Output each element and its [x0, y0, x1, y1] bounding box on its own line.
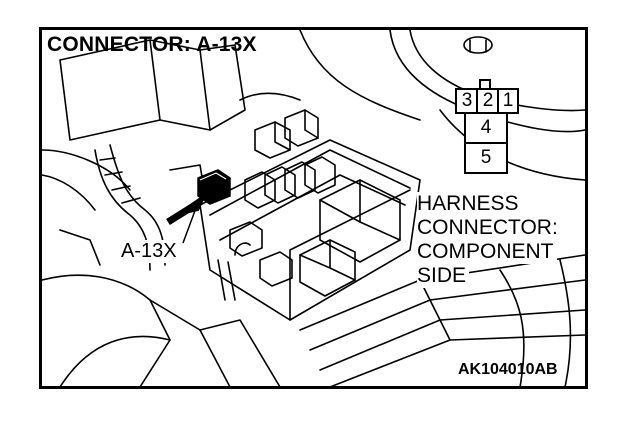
pin-1: 1 — [502, 90, 514, 111]
pin-3: 3 — [461, 90, 473, 111]
pin-5: 5 — [480, 147, 492, 168]
harness-label-line-4: SIDE — [417, 264, 470, 288]
harness-label-line-3: COMPONENT — [417, 240, 557, 264]
harness-label-line-2: CONNECTOR: — [417, 216, 561, 240]
figure-id: AK104010AB — [458, 361, 558, 378]
pin-2: 2 — [482, 90, 494, 111]
connector-callout-label: A-13X — [119, 240, 179, 263]
line-art — [41, 29, 586, 388]
connector-face — [455, 79, 519, 174]
harness-label-line-1: HARNESS — [417, 192, 522, 216]
diagram-title: CONNECTOR: A-13X — [47, 33, 257, 56]
leader-arrow — [166, 192, 208, 244]
connector-a13x-location — [197, 169, 231, 205]
pin-4: 4 — [480, 117, 492, 138]
